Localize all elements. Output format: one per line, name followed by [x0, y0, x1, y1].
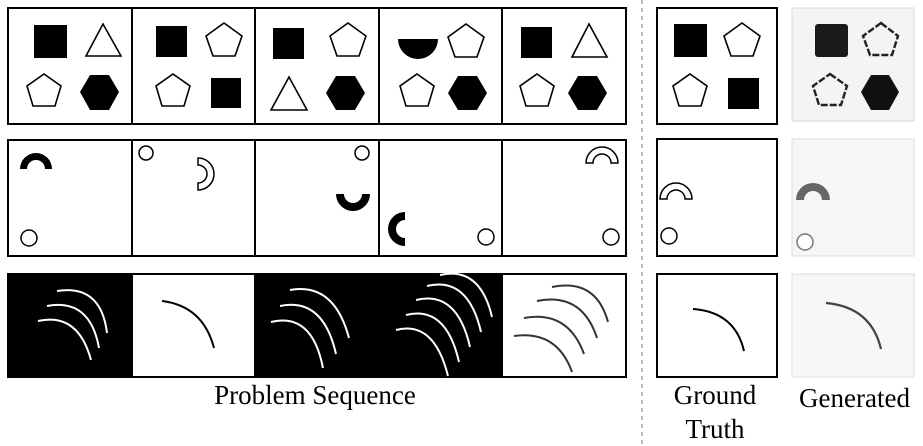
generated-panel-shapes	[791, 7, 915, 122]
generated-label: Generated	[799, 383, 910, 413]
problem-panel-3	[254, 273, 380, 378]
problem-panel-2	[131, 7, 256, 125]
ground-truth-label-line2: Truth	[685, 414, 745, 444]
black-arc	[20, 153, 52, 169]
small-circle	[138, 145, 154, 161]
curve-line	[692, 308, 745, 352]
curve-line	[405, 312, 460, 363]
small-circle	[660, 227, 678, 245]
white-pentagon	[26, 73, 62, 107]
problem-panel-4	[378, 139, 503, 257]
white-pentagon	[811, 72, 849, 107]
row-curves	[7, 272, 915, 378]
black-arc	[336, 194, 370, 211]
problem-panel-2	[131, 139, 256, 257]
generated-panel-curve	[791, 273, 915, 378]
small-circle	[796, 233, 814, 251]
black-square	[211, 78, 241, 108]
black-hexagon	[326, 76, 365, 110]
problem-panel-4	[378, 272, 503, 378]
generated-panel-arc	[791, 138, 915, 257]
black-square	[728, 78, 759, 109]
ground-truth-panel-arc	[656, 138, 778, 257]
problem-panel-5	[501, 139, 627, 257]
row-arc-and-circle	[7, 138, 915, 257]
curve-line	[37, 318, 92, 361]
small-circle	[20, 229, 38, 247]
small-circle	[602, 228, 620, 246]
curve-line	[279, 303, 337, 355]
white-pentagon	[447, 23, 485, 58]
white-arc	[585, 146, 619, 164]
black-square	[815, 24, 848, 57]
curve-line	[415, 297, 471, 348]
white-pentagon	[155, 73, 191, 107]
white-pentagon	[723, 22, 761, 57]
problem-panel-1	[7, 273, 133, 378]
white-pentagon	[861, 21, 900, 57]
black-half-circle	[398, 39, 438, 59]
white-pentagon	[329, 22, 367, 57]
ground-truth-panel-curve	[656, 273, 778, 378]
white-triangle	[269, 75, 309, 111]
problem-panel-3	[254, 139, 380, 257]
row-shapes	[7, 7, 915, 125]
problem-panel-5	[501, 7, 627, 125]
curve-line	[551, 284, 609, 323]
black-square	[674, 24, 707, 57]
gray-arc	[796, 183, 830, 200]
curve-line	[513, 334, 573, 373]
black-square	[34, 25, 67, 58]
curve-line	[536, 298, 598, 339]
white-arc	[659, 182, 693, 200]
curve-line	[270, 319, 324, 369]
black-hexagon	[80, 75, 119, 110]
white-triangle	[570, 22, 609, 58]
curve-line	[825, 301, 883, 350]
black-hexagon	[448, 76, 487, 110]
black-arc	[388, 212, 405, 246]
white-arc	[197, 157, 215, 191]
white-pentagon	[399, 73, 435, 107]
black-hexagon	[861, 75, 899, 110]
white-pentagon	[519, 73, 555, 107]
curve-line	[439, 272, 493, 318]
problem-panel-3	[254, 7, 380, 125]
ground-truth-panel-shapes	[656, 7, 778, 125]
problem-panel-1	[7, 139, 133, 257]
curve-line	[523, 315, 585, 355]
white-pentagon	[205, 22, 243, 57]
small-circle	[354, 145, 370, 161]
white-triangle	[84, 22, 123, 57]
curve-line	[426, 283, 482, 333]
curve-line	[56, 289, 108, 334]
small-circle	[477, 228, 495, 246]
problem-panel-2	[131, 273, 256, 378]
problem-panel-1	[7, 7, 133, 125]
white-pentagon	[672, 73, 708, 107]
black-square	[273, 28, 304, 59]
curve-line	[289, 288, 350, 339]
problem-panel-5	[501, 273, 627, 378]
problem-panel-4	[378, 7, 503, 125]
problem-sequence-label: Problem Sequence	[214, 380, 416, 410]
black-hexagon	[568, 76, 607, 110]
curve-line	[46, 303, 100, 349]
curve-line	[161, 300, 215, 349]
black-square	[156, 26, 187, 57]
curve-line	[395, 327, 449, 377]
black-square	[521, 27, 552, 58]
ground-truth-label-line1: Ground	[673, 380, 757, 410]
